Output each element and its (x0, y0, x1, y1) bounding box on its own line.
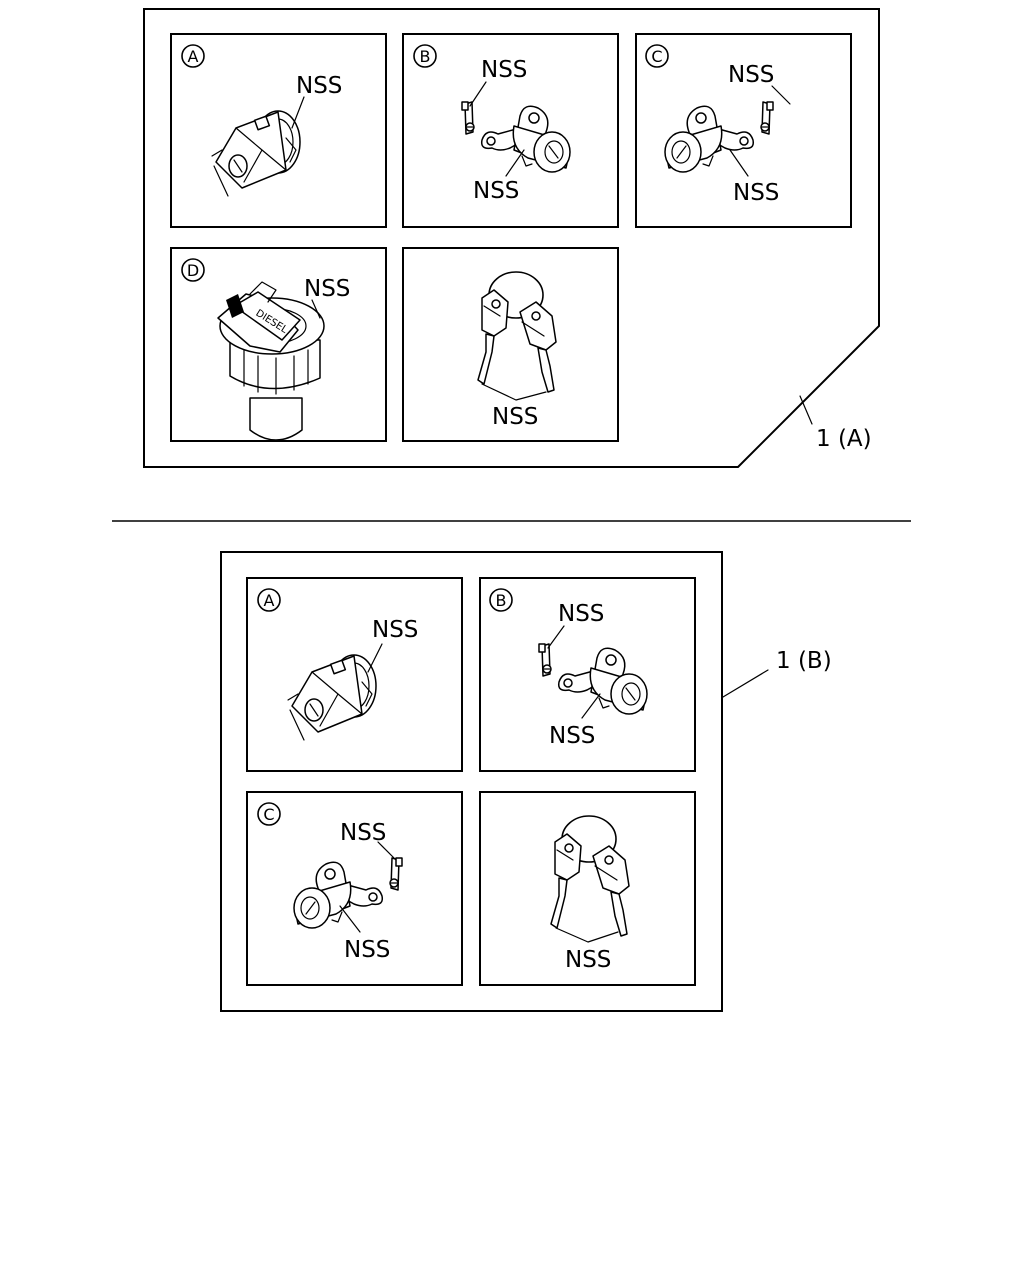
panel-1a-b: B NSS NSS (402, 33, 619, 228)
callout-1b: 1 (B) (776, 648, 832, 674)
panel-letter: B (496, 591, 507, 610)
panel-letter: A (264, 591, 275, 610)
assembly-1b: A NSS B NSS NSS C (220, 551, 832, 1012)
panel-letter: C (651, 47, 662, 66)
panel-letter: C (263, 805, 274, 824)
nss-label: NSS (296, 73, 342, 99)
nss-label: NSS (304, 276, 350, 302)
nss-label: NSS (372, 617, 418, 643)
panel-1b-c: C NSS NSS (246, 791, 463, 986)
assembly-1a: A NSS B NSS NSS C (143, 8, 880, 468)
panel-letter: A (188, 47, 199, 66)
panel-1a-c: C NSS NSS (635, 33, 852, 228)
nss-label: NSS (481, 57, 527, 83)
callout-leader-1b (722, 669, 769, 698)
panel-1a-keys: NSS (402, 247, 619, 442)
nss-label: NSS (728, 62, 774, 88)
nss-label: NSS (492, 404, 538, 430)
nss-label: NSS (340, 820, 386, 846)
panel-letter: B (420, 47, 431, 66)
panel-1b-keys: NSS (479, 791, 696, 986)
panel-1a-d: D DIESEL NSS (170, 247, 387, 442)
callout-leader-1a (799, 395, 813, 425)
panel-1b-a: A NSS (246, 577, 463, 772)
nss-label: NSS (733, 180, 779, 206)
nss-label: NSS (344, 937, 390, 963)
nss-label: NSS (558, 601, 604, 627)
panel-1b-b: B NSS NSS (479, 577, 696, 772)
nss-label: NSS (473, 178, 519, 204)
panel-letter: D (187, 261, 199, 280)
nss-label: NSS (565, 947, 611, 973)
callout-1a: 1 (A) (816, 426, 872, 452)
panel-1a-a: A NSS (170, 33, 387, 228)
nss-label: NSS (549, 723, 595, 749)
